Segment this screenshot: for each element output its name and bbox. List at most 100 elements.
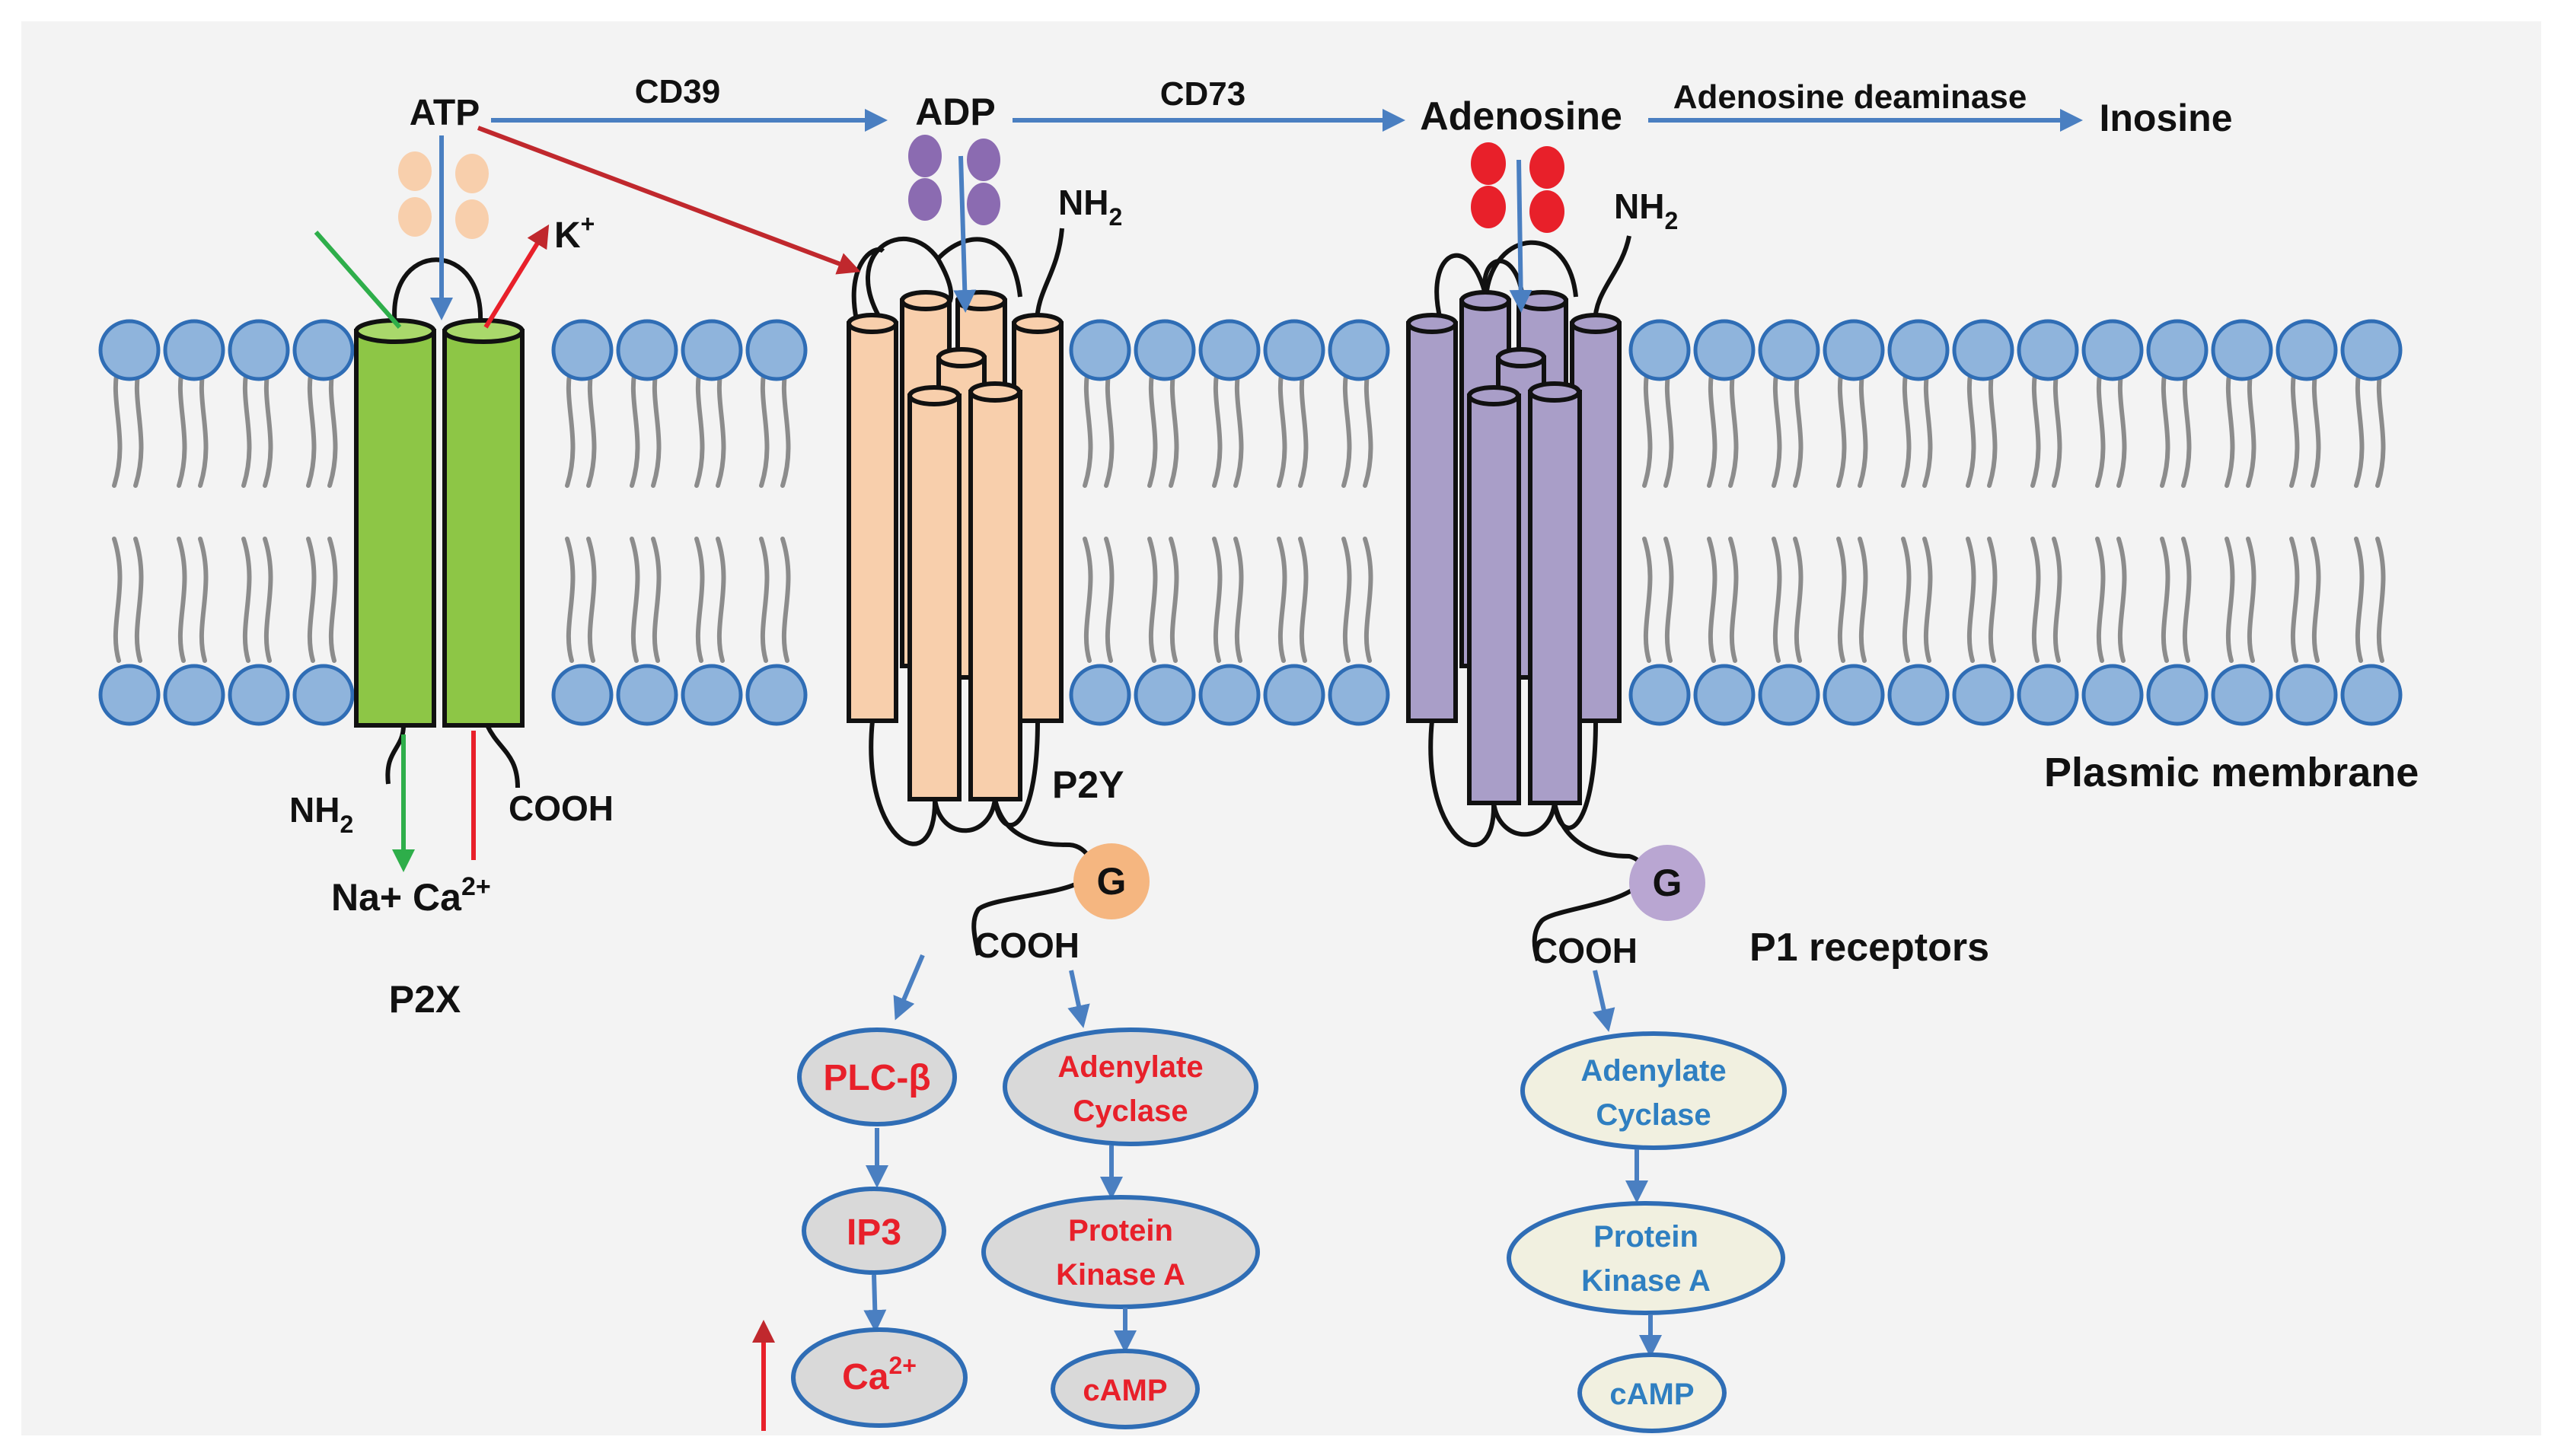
lipid-tail (780, 537, 791, 663)
lipid-tail (1987, 537, 1998, 663)
p2x-k-efflux-arrow (483, 224, 550, 329)
lipid-tail (263, 537, 273, 663)
p1-nh2-label: NH2 (1614, 186, 1678, 234)
p2x-nh2-tail (385, 725, 406, 785)
lipid-tail (2095, 537, 2106, 663)
p1-g-protein (1629, 845, 1705, 921)
p1-nh2-tail (1593, 235, 1631, 324)
p2y-receptor (847, 228, 1094, 956)
lipid-tail (2116, 537, 2127, 663)
lipid-tail (1233, 537, 1244, 663)
lipid-head (616, 319, 678, 381)
lipid-tail (630, 537, 640, 663)
p1-cooh-label: COOH (1532, 931, 1638, 970)
lipid-head (2340, 319, 2403, 381)
lipid-head (551, 664, 614, 726)
lipid-tail (1966, 537, 1976, 663)
p2y-cooh-label: COOH (974, 926, 1080, 965)
lipid-head (1887, 664, 1950, 726)
p1-adenylate-cyclase-node (1520, 1031, 1787, 1150)
lipid-head (1069, 319, 1131, 381)
p2x-extracellular-loop (392, 257, 483, 332)
lipid-head (1693, 319, 1756, 381)
lipid-tail (2160, 537, 2170, 663)
lipid-head (1069, 664, 1131, 726)
lipid-head (163, 664, 225, 726)
ip3-label: IP3 (847, 1212, 901, 1253)
lipid-head (292, 664, 355, 726)
lipid-tail (2354, 537, 2365, 663)
lipid-head (2081, 319, 2144, 381)
lipid-tail (2030, 537, 2041, 663)
lipid-tail (1341, 537, 1352, 663)
lipid-tail (1298, 537, 1309, 663)
lipid-head (1758, 664, 1820, 726)
lipid-tail (1728, 537, 1739, 663)
lipid-head (98, 664, 161, 726)
lipid-head (1887, 319, 1950, 381)
ip3-node (802, 1187, 946, 1275)
plc-beta-node (797, 1027, 957, 1126)
lipid-tail (694, 537, 705, 663)
lipid-head (1263, 319, 1325, 381)
lipid-head (1823, 664, 1885, 726)
lipid-head (2276, 319, 2338, 381)
lipid-tail (1922, 537, 1933, 663)
adenosine-molecules (1471, 142, 1564, 233)
lipid-head (1198, 664, 1261, 726)
p2y-cooh-tail (971, 879, 1083, 956)
adp-molecules (908, 135, 1000, 225)
lipid-tail (651, 537, 662, 663)
lipid-tail (1104, 537, 1115, 663)
p2x-helix-left (354, 329, 436, 728)
lipid-tail (112, 537, 123, 663)
adp-to-p2y-arrow (953, 155, 977, 313)
lipid-head (1628, 664, 1691, 726)
cd39-label: CD39 (635, 73, 721, 110)
lipid-tail (1277, 537, 1287, 663)
p2x-helix-right-top (442, 318, 525, 344)
p2y-nh2-label: NH2 (1058, 183, 1122, 231)
lipid-tail (2181, 537, 2192, 663)
lipid-tail (2225, 537, 2235, 663)
background-panel (21, 21, 2541, 1435)
p1-camp-node (1577, 1352, 1727, 1433)
p2x-helix-right (442, 329, 525, 728)
lipid-head (745, 319, 808, 381)
lipid-head (1263, 664, 1325, 726)
lipid-head (98, 319, 161, 381)
lipid-head (1952, 664, 2014, 726)
p2y-pka-node (981, 1195, 1260, 1309)
lipid-head (681, 664, 743, 726)
ca-node (791, 1327, 968, 1428)
lipid-tail (1147, 537, 1158, 663)
lipid-tail (198, 537, 209, 663)
lipid-head (1328, 664, 1390, 726)
p2x-k-label: K+ (554, 210, 595, 256)
lipid-head (228, 664, 290, 726)
lipid-head (1952, 319, 2014, 381)
p2y-to-plc-arrow (893, 954, 925, 1021)
lipid-head (1693, 664, 1756, 726)
cd73-label: CD73 (1160, 75, 1246, 113)
lipid-head (2211, 664, 2273, 726)
lipid-tail (306, 537, 317, 663)
p2x-nh2-label: NH2 (289, 790, 353, 838)
lipid-tail (133, 537, 144, 663)
adenosine-to-p1-arrow (1509, 159, 1532, 313)
p1-name-label: P1 receptors (1749, 926, 1989, 970)
lipid-tail (565, 537, 576, 663)
lipid-head (2081, 664, 2144, 726)
atp-molecules (398, 151, 489, 239)
ca-label: Ca2+ (842, 1352, 917, 1397)
membrane-label: Plasmic membrane (2044, 750, 2419, 795)
lipid-tail (2246, 537, 2256, 663)
lipid-head (1328, 319, 1390, 381)
lipid-tail (1901, 537, 1912, 663)
lipid-head (551, 319, 614, 381)
lipid-head (1198, 319, 1261, 381)
p2x-name-label: P2X (389, 978, 461, 1021)
adenosine-deaminase-label: Adenosine deaminase (1673, 78, 2027, 116)
lipid-head (681, 319, 743, 381)
